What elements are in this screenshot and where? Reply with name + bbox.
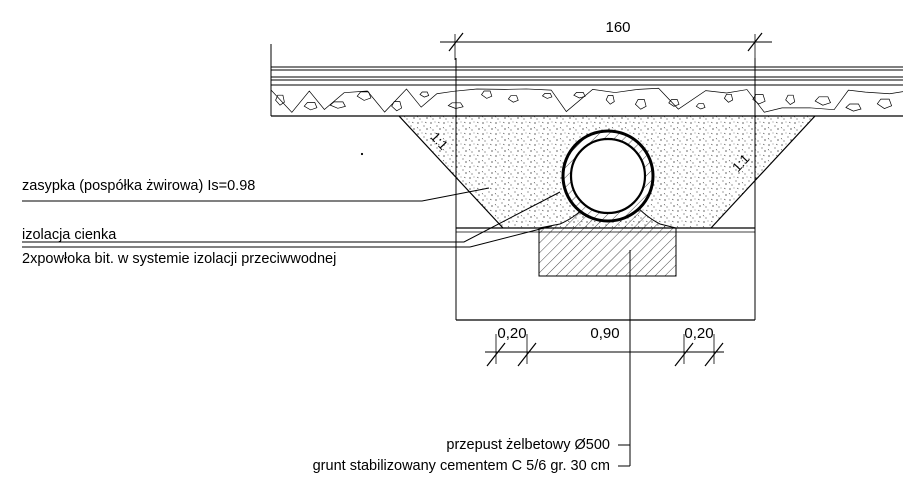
subgrade-label: grunt stabilizowany cementem C 5/6 gr. 3…	[313, 458, 610, 474]
road-pavement-layers	[270, 44, 903, 117]
dimension-top-width: 160	[605, 19, 630, 36]
dimension-middle-width: 0,90	[590, 325, 619, 342]
leader-lines	[22, 187, 631, 467]
culvert-pipe	[561, 129, 655, 223]
insulation-title-label: izolacja cienka	[22, 227, 117, 243]
backfill-label: zasypka (pospółka żwirowa) Is=0.98	[22, 178, 255, 194]
insulation-detail-label: 2xpowłoka bit. w systemie izolacji przec…	[22, 251, 336, 267]
crushed-aggregate-base-layer	[271, 87, 903, 113]
dimension-left-offset: 0,20	[497, 325, 526, 342]
dimension-right-offset: 0,20	[684, 325, 713, 342]
stray-dot	[360, 152, 364, 156]
culvert-label: przepust żelbetowy Ø500	[446, 437, 610, 453]
top-dimension	[440, 32, 772, 60]
bottom-dimension	[485, 334, 724, 367]
